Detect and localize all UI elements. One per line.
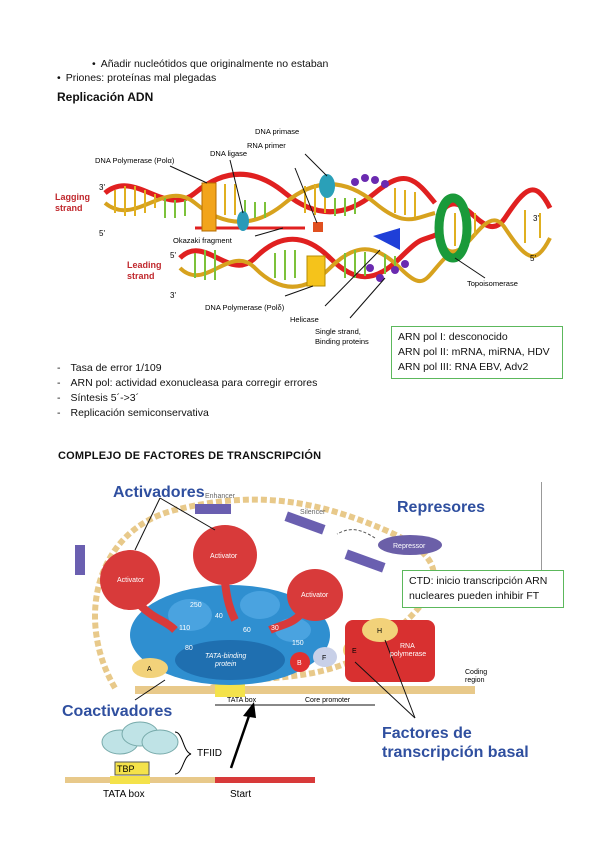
topoisomerase-label: Topoisomerase [467, 279, 518, 288]
core-promoter-label: Core promoter [305, 697, 351, 704]
primase-shape [319, 174, 335, 198]
num-30: 30 [271, 625, 279, 632]
enhancer-left-shape [75, 545, 85, 575]
num-80: 80 [185, 645, 193, 652]
blue-complex [130, 585, 330, 685]
ctd-line-2: nucleares pueden inhibir FT [409, 590, 540, 602]
num-40: 40 [215, 613, 223, 620]
coactivator-arrow [229, 709, 253, 769]
pol-delta-label: DNA Polymerase (Polδ) [205, 303, 285, 312]
activator-1: Activator [117, 577, 145, 584]
factor-b [290, 652, 310, 672]
note-3: Síntesis 5´->3´ [57, 392, 139, 405]
represores-label: Represores [397, 499, 486, 516]
end-3-top: 3' [99, 183, 105, 192]
activators [100, 525, 343, 634]
end-3-right: 3' [533, 214, 539, 223]
silencer-label: Silencer [300, 509, 326, 516]
num-60: 60 [243, 627, 251, 634]
end-3-leading: 3' [170, 291, 176, 300]
coactivadores-label: Coactivadores [62, 703, 173, 720]
repressor-label: Repressor [393, 543, 426, 550]
ssb-proteins [351, 174, 409, 282]
arn-pol-box: ARN pol I: desconocido ARN pol II: mRNA,… [391, 326, 563, 379]
factor-h [362, 618, 398, 642]
start-label: Start [230, 789, 251, 800]
num-150: 150 [292, 640, 304, 647]
note-1: Tasa de error 1/109 [57, 362, 162, 375]
tfiid-label: TFIID [197, 748, 222, 759]
activadores-label: Activadores [113, 484, 205, 501]
primase-label: DNA primase [255, 127, 299, 136]
tata-box-label: TATA box [227, 697, 257, 704]
dna-loop [92, 496, 437, 693]
pol-delta-shape [306, 255, 326, 287]
lagging-helix [103, 171, 437, 232]
activator-3: Activator [301, 592, 329, 599]
silencer-shape [284, 511, 326, 535]
helicase-label: Helicase [290, 315, 319, 324]
factores-label: Factores de transcripción basal [382, 725, 529, 761]
note-2: ARN pol: actividad exonucleasa para corr… [57, 377, 317, 390]
rna-primer-label: RNA primer [247, 141, 286, 150]
letter-h: H [377, 628, 382, 635]
activator-2: Activator [210, 553, 238, 560]
end-5-right: 5' [530, 254, 536, 263]
arn-line-3: ARN pol III: RNA EBV, Adv2 [398, 361, 529, 373]
repressor-shape [378, 535, 442, 555]
enhancer-label: Enhancer [205, 493, 236, 500]
divider-line [541, 482, 542, 572]
leading-helix [178, 230, 447, 289]
arn-line-1: ARN pol I: desconocido [398, 331, 508, 343]
enhancer-right-shape [344, 549, 386, 573]
tfiid-mini [65, 721, 315, 784]
ligase-label: DNA ligase [210, 149, 247, 158]
transcription-heading: COMPLEJO DE FACTORES DE TRANSCRIPCIÓN [58, 450, 322, 462]
factor-f [313, 647, 337, 667]
replication-heading: Replicación ADN [57, 90, 154, 104]
end-5-top: 5' [99, 229, 105, 238]
num-250: 250 [190, 602, 202, 609]
letter-e: E [352, 648, 357, 655]
ssb-label: Single strand,Binding proteins [315, 327, 369, 346]
sub-bullet: Añadir nucleótidos que originalmente no … [92, 58, 328, 71]
pol-alpha-shape [201, 182, 217, 232]
ligase-shape [237, 211, 249, 231]
letter-f: F [322, 655, 326, 662]
bullet: Priones: proteínas mal plegadas [57, 72, 216, 85]
tata-box-shape [215, 683, 245, 697]
end-5-leading: 5' [170, 251, 176, 260]
letter-b: B [297, 660, 302, 667]
num-110: 110 [179, 625, 190, 632]
transcription-complex-diagram: 250 40 110 60 30 80 150 A B F E H Activa… [65, 493, 487, 800]
topoisomerase-ring [434, 193, 472, 263]
helicase-shape [373, 228, 400, 250]
ctd-line-1: CTD: inicio transcripción ARN [409, 575, 548, 587]
note-4: Replicación semiconservativa [57, 407, 209, 420]
tbp-label: TBP [117, 764, 135, 774]
ctd-box: CTD: inicio transcripción ARN nucleares … [402, 570, 564, 608]
okazaki-label: Okazaki fragment [173, 236, 233, 245]
enhancer-top-shape [195, 504, 231, 514]
arn-line-2: ARN pol II: mRNA, miRNA, HDV [398, 346, 550, 358]
factor-a [132, 658, 168, 678]
pol-alpha-label: DNA Polymerase (Polα) [95, 156, 175, 165]
tata-box2-label: TATA box [103, 789, 145, 800]
letter-a: A [147, 666, 152, 673]
